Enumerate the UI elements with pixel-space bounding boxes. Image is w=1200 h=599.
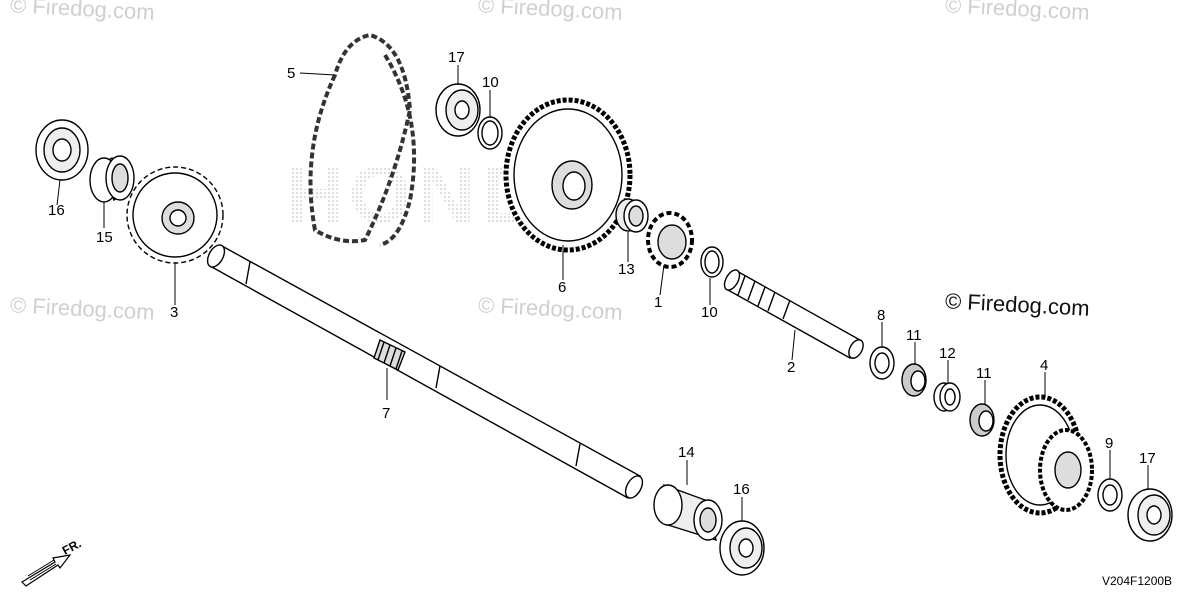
part-11-needle-bearing-b	[969, 403, 995, 437]
callout-2: 2	[787, 359, 796, 376]
part-16-bearing-left	[35, 119, 89, 181]
callout-11-a: 11	[906, 327, 922, 344]
leader-lines	[56, 65, 1149, 521]
front-direction-arrow-icon	[21, 554, 72, 587]
callout-14: 14	[678, 444, 695, 461]
part-6-large-gear	[503, 97, 633, 253]
callout-15: 15	[96, 229, 113, 246]
callout-17-top: 17	[448, 49, 465, 66]
callout-8: 8	[877, 307, 886, 324]
callout-4: 4	[1040, 357, 1049, 374]
part-16-bearing-bottom	[719, 520, 765, 576]
part-17-bearing-top	[435, 83, 481, 137]
callout-16-bottom: 16	[733, 481, 750, 498]
callout-10-lower: 10	[701, 304, 718, 321]
part-14-bushing	[653, 483, 723, 542]
part-3-sprocket	[126, 166, 224, 264]
callout-10-top: 10	[482, 74, 499, 91]
callout-12: 12	[939, 345, 956, 362]
callout-7: 5	[287, 65, 296, 82]
part-7-chain	[308, 32, 417, 247]
part-8-washer	[869, 346, 895, 380]
part-10-circlip-lower	[700, 246, 724, 278]
callout-16-left: 16	[48, 202, 65, 219]
part-4-double-gear	[997, 394, 1094, 516]
part-11-needle-bearing-a	[901, 363, 927, 397]
callout-1: 1	[654, 294, 663, 311]
callout-9: 9	[1105, 435, 1114, 452]
part-15-bushing	[89, 155, 135, 203]
callout-11-b: 11	[976, 365, 992, 382]
diagram-code: V204F1200B	[1102, 574, 1173, 588]
part-2-countershaft	[723, 268, 864, 359]
callout-13: 13	[618, 261, 635, 278]
part-12-spacer	[933, 382, 961, 412]
callout-3: 3	[170, 304, 179, 321]
part-1-small-sprocket	[646, 211, 694, 269]
part-10-circlip-top	[477, 116, 503, 150]
part-13-bushing	[615, 198, 649, 233]
callout-5: 7	[382, 405, 391, 422]
callout-17-right: 17	[1139, 450, 1156, 467]
part-17-bearing-right	[1127, 488, 1173, 542]
callout-6: 6	[558, 279, 567, 296]
part-9-washer	[1097, 478, 1123, 512]
part-5-main-shaft	[206, 244, 644, 499]
